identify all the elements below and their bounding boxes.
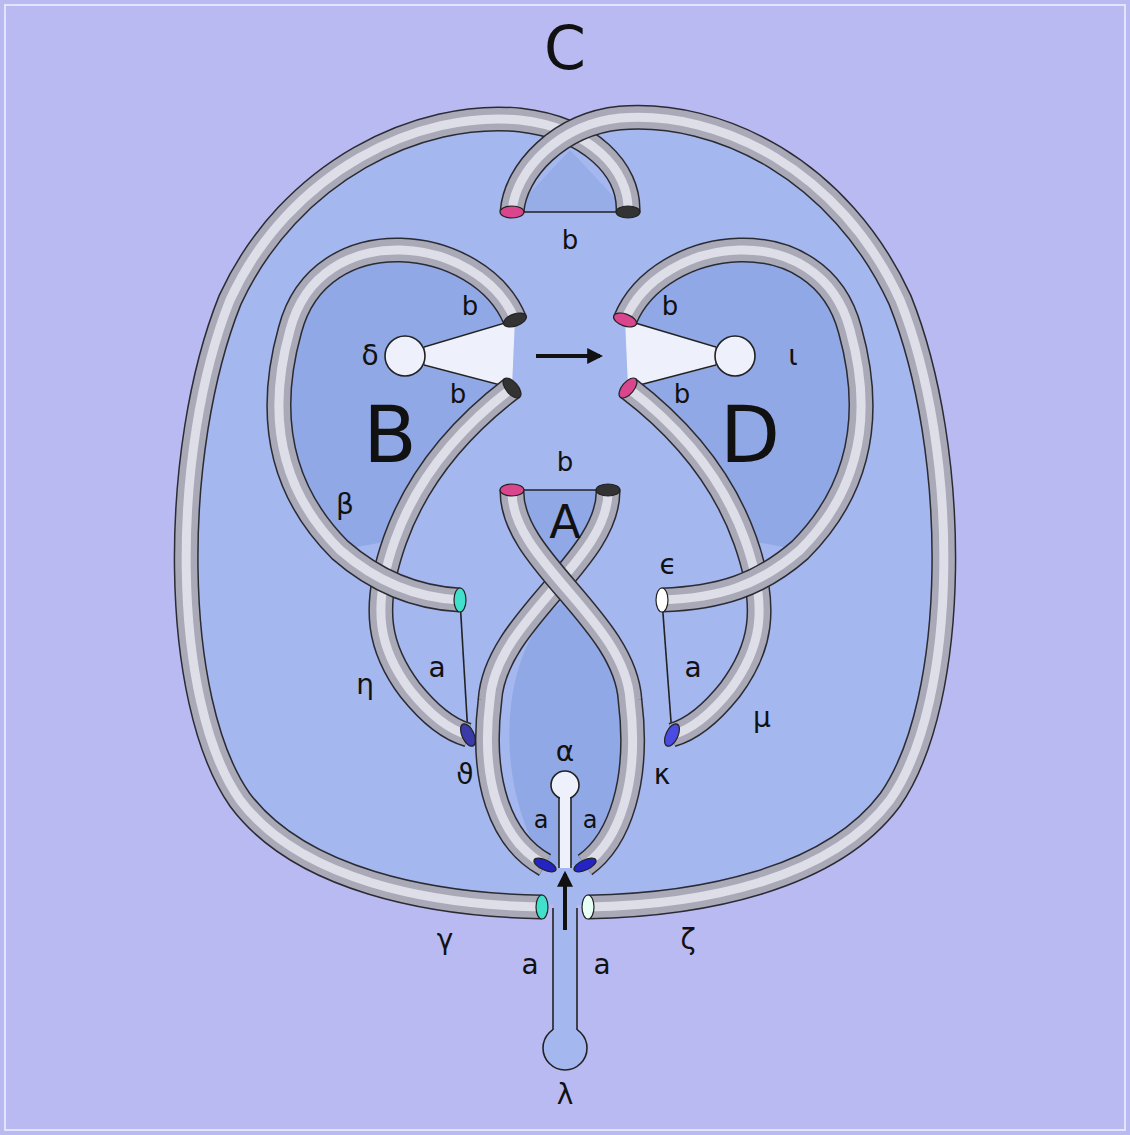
part-letter: C [544, 18, 586, 78]
tube [625, 250, 861, 600]
span-line [424, 320, 515, 347]
greek-label: γ [437, 926, 454, 954]
tube [512, 117, 944, 907]
keyhole-edge [552, 908, 554, 1030]
tube-end [656, 588, 668, 612]
band-letter: b [557, 449, 574, 475]
greek-label: δ [361, 342, 378, 370]
tube-end [500, 375, 525, 401]
band-letter: a [521, 951, 538, 979]
greek-label: μ [753, 704, 771, 732]
tube-end [661, 722, 682, 749]
greek-label: κ [654, 761, 671, 789]
tube [279, 250, 515, 600]
tube-shine [487, 490, 608, 865]
band-letter: a [428, 654, 445, 682]
keyhole-edge [576, 908, 578, 1030]
greek-label: ϑ [456, 761, 473, 789]
greek-label: ι [788, 342, 797, 370]
tube-outline [186, 119, 628, 907]
span-line [512, 211, 628, 213]
move-arrow [536, 354, 600, 358]
part-letter: B [363, 396, 417, 474]
greek-label: ϵ [659, 551, 676, 579]
keyhole [385, 336, 425, 376]
keyhole-edge [570, 797, 572, 868]
tube-end [500, 484, 524, 496]
greek-label: η [356, 671, 374, 699]
part-letter: A [549, 499, 580, 545]
frame [5, 5, 1125, 1130]
greek-label: α [556, 738, 574, 766]
tube-end [572, 855, 598, 874]
band-letter: b [450, 381, 467, 407]
greek-label: λ [557, 1081, 574, 1109]
tube-shine [279, 250, 515, 600]
greek-label: ζ [680, 926, 695, 954]
keyhole [560, 795, 570, 815]
band-letter: b [562, 227, 579, 253]
tube-outline [512, 490, 633, 865]
tube-outline [625, 250, 861, 600]
tube [186, 119, 628, 907]
tube [512, 490, 633, 865]
tube-end [536, 895, 548, 919]
tube-shine [625, 250, 861, 600]
tube-outline [487, 490, 608, 865]
keyhole [559, 790, 571, 868]
span-line [460, 600, 468, 735]
tube [487, 490, 608, 865]
part-letter: D [720, 396, 780, 474]
tube-end [532, 855, 558, 874]
keyhole [625, 320, 715, 388]
tube-end [502, 310, 529, 329]
band-letter: a [534, 808, 549, 832]
span-line [625, 320, 716, 347]
tube-shine [512, 490, 633, 865]
keyhole-edge [558, 797, 560, 868]
band-letter: b [462, 293, 479, 319]
move-arrow [563, 874, 567, 930]
span-line [662, 600, 672, 735]
keyhole [425, 320, 515, 388]
tube-end [596, 484, 620, 496]
band-letter: b [674, 381, 691, 407]
tube-body [512, 117, 944, 907]
tube-ends [454, 206, 683, 919]
heart-surface [186, 123, 944, 905]
keyhole [551, 771, 579, 799]
tube-body [279, 250, 515, 600]
tube-outline [512, 117, 944, 907]
band-letter: a [583, 808, 598, 832]
tube-end [500, 206, 524, 218]
tube-body [186, 119, 628, 907]
tube-end [582, 895, 594, 919]
tube-end [454, 588, 466, 612]
tube-shine [512, 117, 944, 907]
tube-outline [279, 250, 515, 600]
tube-shine [186, 119, 628, 907]
keyhole [715, 336, 755, 376]
tube-end [612, 310, 639, 329]
tube-body [625, 250, 861, 600]
band-letter: a [593, 951, 610, 979]
tube-body [487, 490, 608, 865]
tube-end [616, 375, 641, 401]
span-line [512, 489, 608, 491]
greek-label: β [336, 491, 354, 519]
tube-body [512, 490, 633, 865]
tube-end [457, 722, 478, 749]
band-letter: b [662, 293, 679, 319]
band-letter: a [684, 654, 701, 682]
tube-end [616, 206, 640, 218]
